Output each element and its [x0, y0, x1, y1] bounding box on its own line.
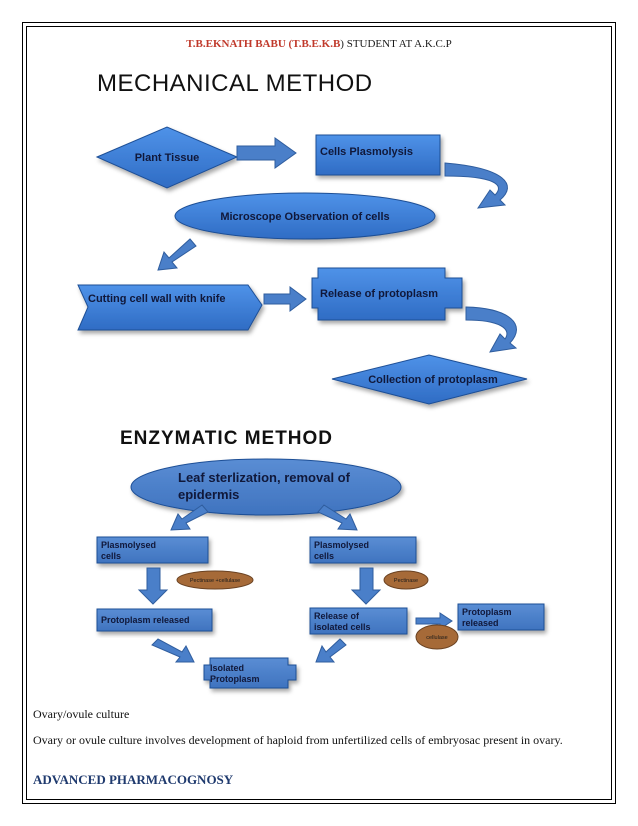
node-plasmolysed-left: Plasmolysed cells — [96, 536, 209, 564]
arrow-enz-to-isolated-right — [315, 638, 347, 663]
node-release-isolated-1: Release of — [314, 611, 360, 621]
page-footer: ADVANCED PHARMACOGNOSY — [33, 772, 234, 787]
node-cutting-cell-wall: Cutting cell wall with knife — [77, 284, 263, 331]
node-microscope-observation: Microscope Observation of cells — [174, 192, 436, 240]
node-collection-protoplasm: Collection of protoplasm — [331, 354, 528, 405]
node-collection-label: Collection of protoplasm — [368, 374, 498, 386]
arrow-mech-3 — [263, 286, 307, 312]
node-protoplasm-released-right-1: Protoplasm — [462, 607, 512, 617]
node-protoplasm-released-right-2: released — [462, 618, 499, 628]
node-release-protoplasm: Release of protoplasm — [311, 267, 463, 321]
arrow-enz-down-right — [350, 567, 382, 605]
node-isolated-1: Isolated — [210, 663, 244, 673]
enzyme-oval-cellulase: cellulase — [415, 624, 459, 650]
arrow-enz-left — [170, 504, 209, 531]
node-plasmolysed-right-1: Plasmolysed — [314, 540, 369, 550]
node-plasmolysed-left-2: cells — [101, 551, 121, 561]
section-heading-ovary: Ovary/ovule culture — [33, 707, 130, 721]
node-plasmolysed-left-1: Plasmolysed — [101, 540, 156, 550]
node-cutting-label: Cutting cell wall with knife — [88, 293, 226, 305]
node-cells-plasmolysis: Cells Plasmolysis — [315, 134, 441, 176]
enzyme-oval-left: Pectinase +cellulase — [176, 570, 254, 590]
mechanical-method-title: MECHANICAL METHOD — [97, 70, 373, 97]
node-cells-plasmolysis-label: Cells Plasmolysis — [320, 146, 413, 158]
header-author: T.B.EKNATH BABU ( — [186, 38, 293, 50]
node-plant-tissue-label: Plant Tissue — [135, 152, 200, 164]
node-release-label: Release of protoplasm — [320, 288, 438, 300]
node-plant-tissue: Plant Tissue — [95, 126, 239, 189]
node-microscope-label: Microscope Observation of cells — [220, 211, 389, 223]
arrow-enz-to-isolated-left — [151, 638, 195, 663]
node-plasmolysed-right: Plasmolysed cells — [309, 536, 417, 564]
enzyme-right-label: Pectinase — [394, 578, 418, 584]
node-release-isolated-2: isolated cells — [314, 622, 371, 632]
node-plasmolysed-right-2: cells — [314, 551, 334, 561]
node-isolated-2: Protoplasm — [210, 674, 260, 684]
node-protoplasm-released-left-label: Protoplasm released — [101, 615, 190, 625]
arrow-mech-curve-2 — [465, 306, 518, 353]
page-border-inner — [26, 26, 612, 800]
node-protoplasm-released-right: Protoplasm released — [457, 603, 545, 631]
node-leaf-label-1: Leaf sterlization, removal of — [178, 470, 351, 485]
page-border-outer — [22, 22, 616, 804]
arrow-mech-curve-1 — [444, 162, 508, 209]
node-protoplasm-released-left: Protoplasm released — [96, 608, 213, 632]
enzyme-left-label: Pectinase +cellulase — [190, 578, 240, 584]
enzyme-cellulase-label: cellulase — [426, 635, 447, 641]
page-header: T.B.EKNATH BABU (T.B.E.K.B) STUDENT AT A… — [0, 38, 638, 50]
enzymatic-method-title: ENZYMATIC METHOD — [120, 428, 334, 449]
node-leaf-sterilization: Leaf sterlization, removal of epidermis — [130, 458, 402, 516]
node-release-isolated-cells: Release of isolated cells — [309, 607, 408, 635]
arrow-mech-2 — [157, 238, 197, 271]
header-rest: ) STUDENT AT A.K.C.P — [340, 38, 452, 50]
arrow-enz-right — [317, 504, 358, 531]
enzyme-oval-right: Pectinase — [383, 570, 429, 590]
paragraph-ovary: Ovary or ovule culture involves developm… — [33, 733, 563, 747]
node-leaf-label-2: epidermis — [178, 487, 239, 502]
arrow-mech-1 — [236, 137, 297, 169]
node-isolated-protoplasm: Isolated Protoplasm — [203, 657, 297, 689]
header-abbr: T.B.E.K.B — [292, 38, 341, 50]
arrow-enz-down-left — [137, 567, 169, 605]
